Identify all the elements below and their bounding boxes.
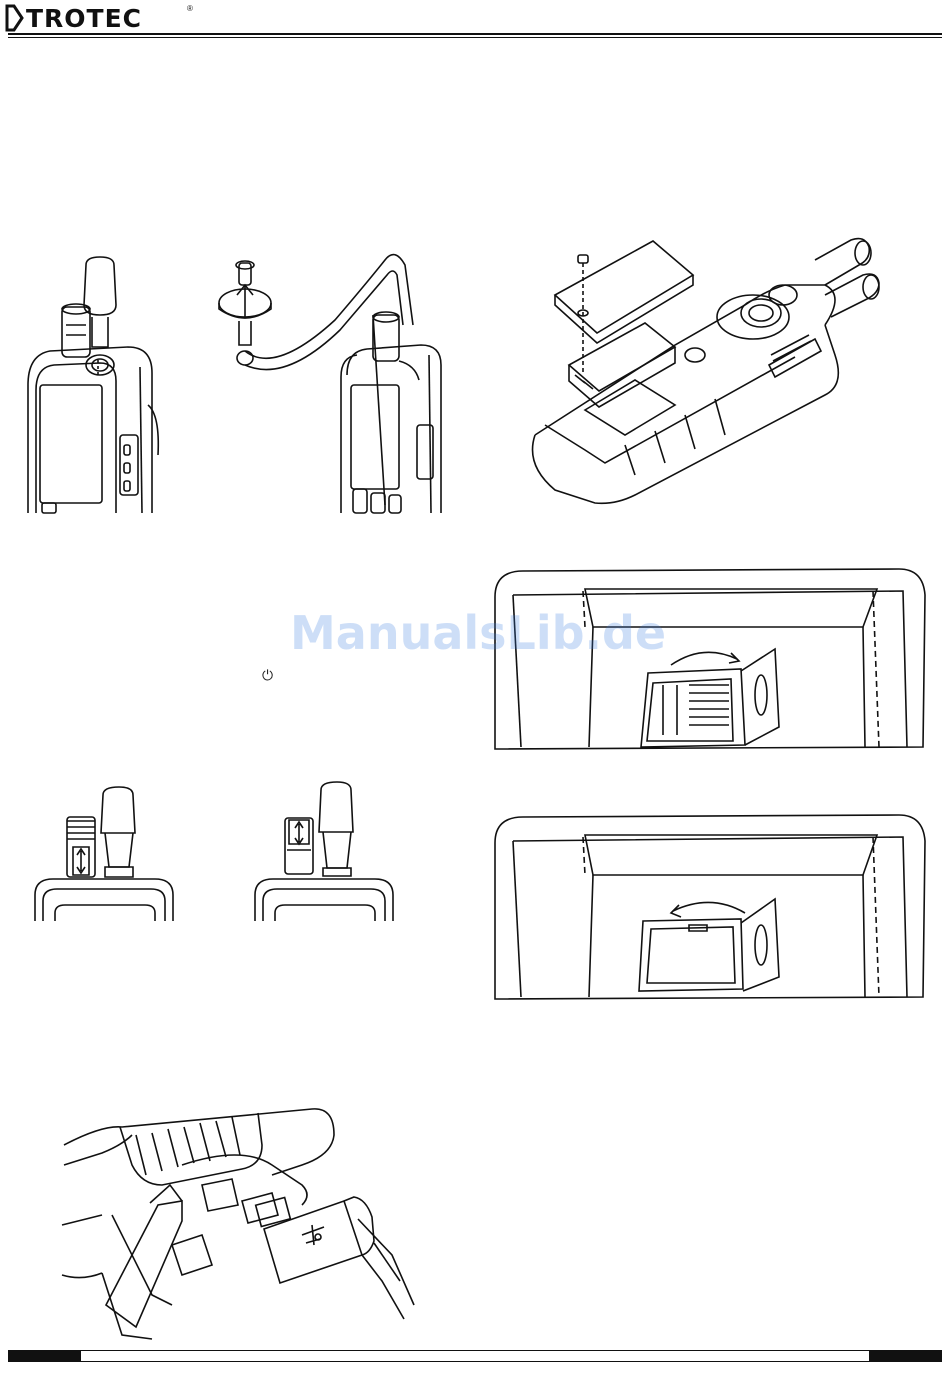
trotec-logo: TROTEC ® [6,4,196,32]
logo-text: TROTEC [26,4,142,33]
watermark: ManualsLib.de [290,606,666,660]
footer-right-block [869,1350,942,1362]
footer-bar [8,1350,942,1362]
registered-mark: ® [187,4,193,13]
header-rule [8,33,942,35]
illustration-card-slot-opening [493,813,933,1001]
footer-left-block [8,1350,81,1362]
power-icon: ⏻ [262,667,273,684]
illustration-probe-connector-a [33,785,178,923]
illustration-device-probe-caps [20,255,160,515]
illustration-usb-connection [62,1105,412,1340]
illustration-probe-connector-b [253,780,398,923]
illustration-device-tube-filter [215,245,455,515]
illustration-battery-compartment [525,235,885,510]
logo-mark-icon [6,5,24,31]
header-rule-thin [8,37,942,38]
